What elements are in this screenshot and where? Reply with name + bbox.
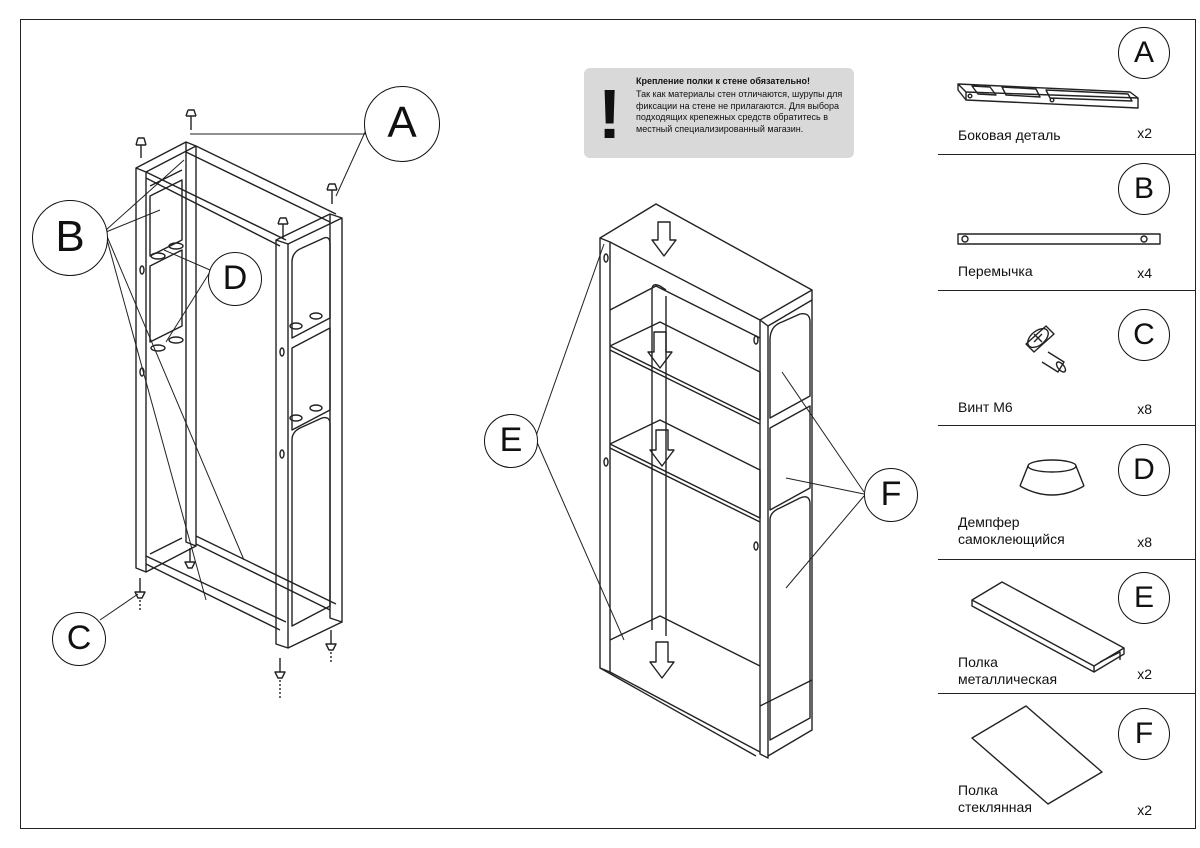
part-b: B Перемычка x4	[938, 154, 1196, 290]
part-quantity: x8	[1137, 401, 1152, 417]
part-letter: A	[1118, 27, 1170, 79]
glass-shelf-icon	[971, 705, 1103, 805]
bottom-screws	[134, 548, 337, 700]
top-screws	[135, 109, 338, 238]
callout-e: E	[484, 414, 538, 468]
callout-b: B	[32, 200, 108, 276]
part-c: C Винт М6 x8	[938, 290, 1196, 425]
part-name: Демпфер самоклеющийся	[958, 514, 1065, 547]
instruction-frame	[20, 19, 1196, 829]
callout-a: A	[364, 86, 440, 162]
part-name: Боковая деталь	[958, 127, 1061, 143]
callout-c: C	[52, 612, 106, 666]
part-quantity: x4	[1137, 265, 1152, 281]
warning-title: Крепление полки к стене обязательно!	[636, 76, 810, 86]
part-letter: C	[1118, 309, 1170, 361]
part-letter: D	[1118, 444, 1170, 496]
part-name: Полка металлическая	[958, 654, 1058, 687]
part-quantity: x8	[1137, 534, 1152, 550]
damper-icon	[1019, 459, 1085, 496]
part-letter: E	[1118, 572, 1170, 624]
crossbar-icon	[957, 233, 1161, 245]
part-d: D Демпфер самоклеющийся x8	[938, 425, 1196, 559]
exclamation-icon: !	[598, 75, 622, 153]
callout-f: F	[864, 468, 918, 522]
part-f: F Полка стеклянная x2	[938, 693, 1196, 829]
metal-shelf-icon	[971, 581, 1125, 673]
part-name: Полка стеклянная	[958, 782, 1032, 815]
parts-list: A Боковая деталь x2 B Перемычка x4 C Вин…	[938, 19, 1196, 829]
part-name: Перемычка	[958, 263, 1033, 279]
part-quantity: x2	[1137, 666, 1152, 682]
screw-icon	[1025, 325, 1067, 373]
part-quantity: x2	[1137, 125, 1152, 141]
part-e: E Полка металлическая x2	[938, 559, 1196, 693]
side-panel-icon	[957, 83, 1139, 109]
part-name: Винт М6	[958, 399, 1013, 415]
wall-mount-warning: ! Крепление полки к стене обязательно! Т…	[584, 68, 854, 158]
callout-d: D	[208, 252, 262, 306]
part-a: A Боковая деталь x2	[938, 19, 1196, 154]
part-letter: B	[1118, 163, 1170, 215]
cabinet-assembly-drawing	[535, 203, 865, 759]
warning-text: Так как материалы стен отличаются, шуруп…	[636, 89, 843, 134]
part-letter: F	[1118, 708, 1170, 760]
part-quantity: x2	[1137, 802, 1152, 818]
frame-assembly-drawing	[99, 109, 367, 700]
